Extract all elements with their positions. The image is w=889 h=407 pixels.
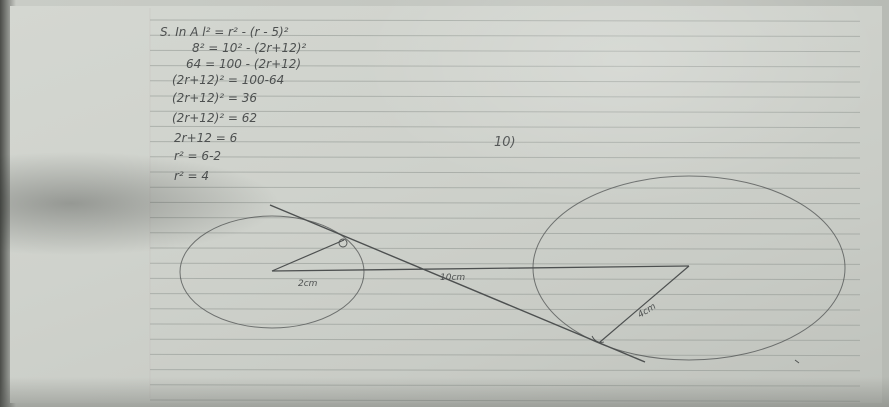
rule-line xyxy=(149,80,861,83)
label-4cm: 4cm xyxy=(636,302,658,321)
label-2cm: 2cm xyxy=(298,279,318,289)
left-radius xyxy=(271,239,345,272)
rule-line xyxy=(149,323,861,326)
question-number: 10) xyxy=(494,135,516,150)
working-line-7: 2r+12 = 6 xyxy=(174,131,238,145)
rule-line xyxy=(149,217,861,220)
notebook-page xyxy=(10,6,882,403)
rule-line xyxy=(149,171,861,174)
rule-line xyxy=(149,293,861,296)
rule-line xyxy=(149,399,861,402)
rule-line xyxy=(149,125,861,129)
right-radius xyxy=(599,265,690,343)
sketch-labels: 2cm 10cm 4cm xyxy=(298,273,658,321)
rule-line xyxy=(149,247,861,250)
rule-line xyxy=(149,277,861,281)
working-line-9: r² = 4 xyxy=(174,169,209,183)
rule-line xyxy=(149,186,861,189)
working-line-6: (2r+12)² = 62 xyxy=(172,111,257,125)
working-line-1: S. In A l² = r² - (r - 5)² xyxy=(160,25,289,39)
geometry-sketch xyxy=(179,175,846,364)
handwritten-working: S. In A l² = r² - (r - 5)² 8² = 10² - (2… xyxy=(160,25,516,183)
rule-line xyxy=(149,353,861,357)
centre-line xyxy=(271,265,690,272)
label-10cm: 10cm xyxy=(440,273,465,283)
rule-line xyxy=(149,95,861,98)
working-line-8: r² = 6-2 xyxy=(174,149,221,163)
rule-line xyxy=(149,201,861,205)
rule-line xyxy=(149,384,861,387)
working-line-2: 8² = 10² - (2r+12)² xyxy=(192,41,306,55)
common-tangent xyxy=(269,204,646,363)
working-line-5: (2r+12)² = 36 xyxy=(172,91,257,105)
right-right-angle-mark xyxy=(591,335,605,343)
rule-line xyxy=(149,34,861,37)
rule-line xyxy=(149,262,861,265)
pencil-tick xyxy=(794,359,800,364)
rule-line xyxy=(149,308,861,311)
rule-line xyxy=(149,110,861,113)
left-right-angle-mark xyxy=(338,238,348,248)
working-line-3: 64 = 100 - (2r+12) xyxy=(186,57,301,71)
rule-line xyxy=(149,19,861,22)
rule-line xyxy=(149,65,861,68)
rule-line xyxy=(149,156,861,159)
ruled-lines xyxy=(149,19,861,402)
rule-line xyxy=(149,338,861,341)
rule-line xyxy=(149,49,861,53)
rule-line xyxy=(149,232,861,235)
rule-line xyxy=(149,369,861,372)
rule-line xyxy=(149,141,861,144)
working-line-4: (2r+12)² = 100-64 xyxy=(172,73,284,87)
left-circle xyxy=(179,215,365,329)
